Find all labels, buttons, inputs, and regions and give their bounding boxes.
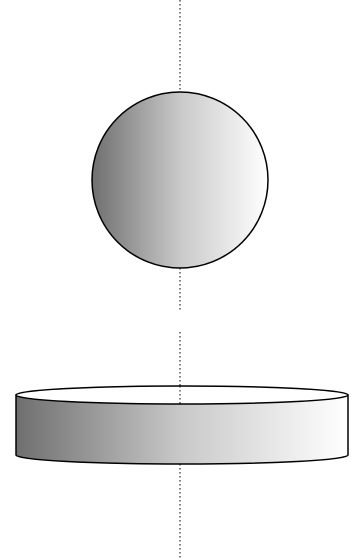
disc-body [16, 395, 348, 464]
sphere-shape [92, 92, 268, 268]
disc-top-face [16, 386, 348, 404]
